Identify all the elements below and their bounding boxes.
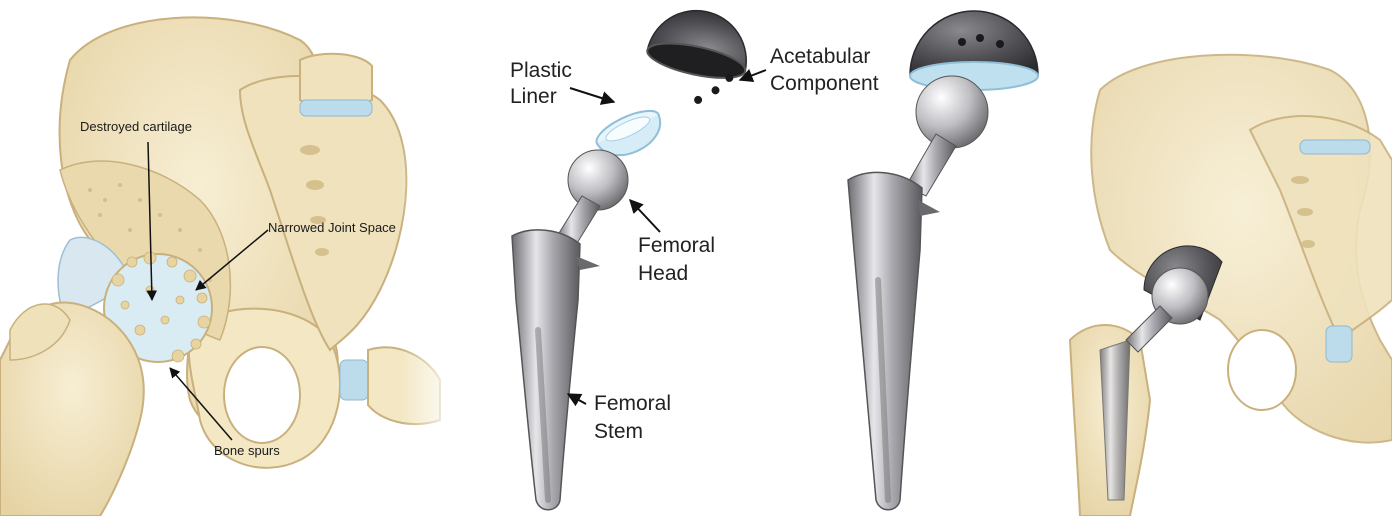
label-plastic-liner-2: Liner (510, 85, 557, 108)
label-destroyed-cartilage: Destroyed cartilage (80, 119, 192, 134)
femoral-head-ball (568, 150, 628, 210)
vertebra (300, 54, 372, 108)
label-narrowed-joint-space: Narrowed Joint Space (268, 220, 396, 235)
arrow-femoral-stem (568, 394, 586, 404)
implanted-hip-panel (1070, 55, 1392, 516)
stem-fin (576, 256, 600, 270)
intervertebral-disc (300, 100, 372, 116)
implant-components-panel: Plastic Liner Acetabular Component Femor… (510, 1, 879, 509)
acetabular-component (639, 1, 756, 112)
panel1-fade (400, 0, 460, 516)
assembled-ball (916, 76, 988, 148)
label-bone-spurs: Bone spurs (214, 443, 280, 458)
label-femoral-head-2: Head (638, 262, 688, 285)
assembled-stem-fin (918, 200, 940, 216)
label-femoral-head-1: Femoral (638, 234, 715, 257)
obturator-foramen (224, 347, 300, 443)
implanted-disc (1300, 140, 1370, 154)
arrow-plastic-liner (570, 88, 614, 102)
implanted-neck (1126, 306, 1172, 352)
arrow-femoral-head (630, 200, 660, 232)
label-plastic-liner-1: Plastic (510, 59, 572, 82)
arthritic-hip-panel: Destroyed cartilage Narrowed Joint Space… (0, 0, 460, 516)
label-acetabular-2: Component (770, 72, 879, 95)
pubic-symphysis (340, 360, 368, 400)
label-femoral-stem-2: Stem (594, 420, 643, 443)
label-femoral-stem-1: Femoral (594, 392, 671, 415)
implanted-symphysis (1326, 326, 1352, 362)
label-acetabular-1: Acetabular (770, 45, 870, 68)
implanted-obturator (1228, 330, 1296, 410)
